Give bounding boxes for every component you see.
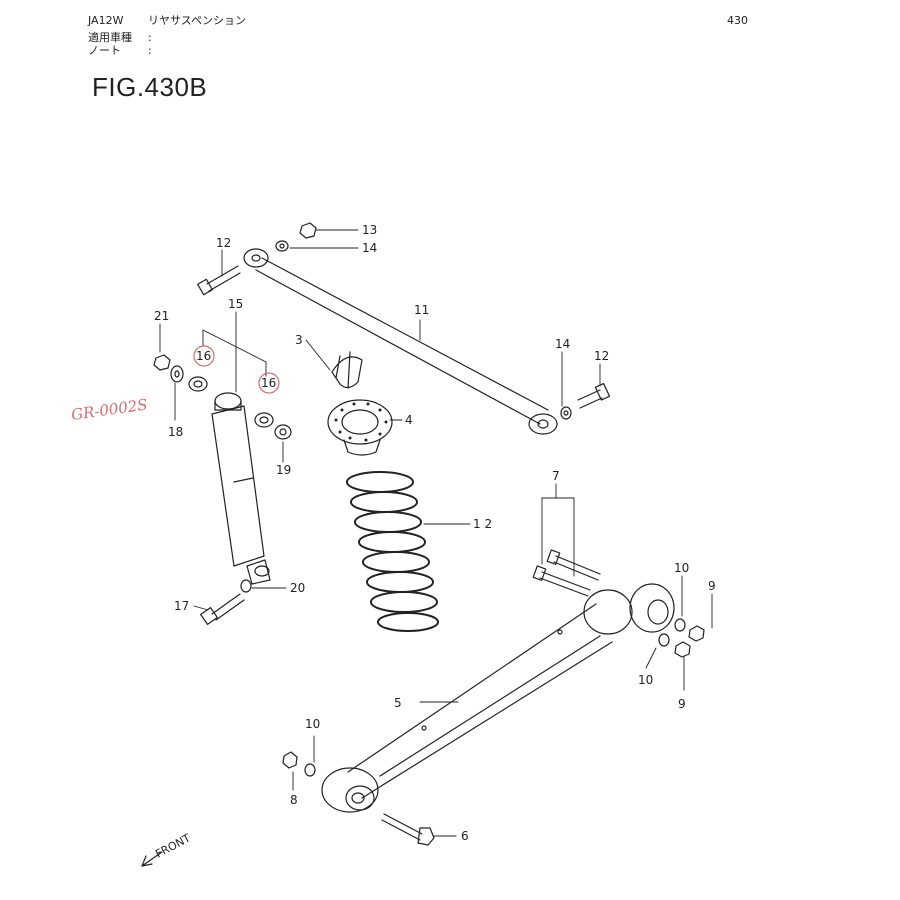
callout-1-2: 1 2 — [473, 517, 492, 531]
front-label: FRONT — [153, 831, 193, 860]
washer-10-right-lower — [658, 633, 670, 647]
washer-10-right-upper — [674, 618, 686, 632]
nut-21 — [153, 354, 171, 371]
bolt-12-upper — [197, 265, 241, 296]
bolt-6 — [381, 813, 435, 846]
callout-12-upper: 12 — [216, 236, 231, 250]
callout-8: 8 — [290, 793, 298, 807]
callout-20: 20 — [290, 581, 305, 595]
bolt-7-lower — [532, 565, 591, 597]
bushing-16-right — [254, 412, 274, 428]
washer-14-upper — [275, 240, 289, 252]
callout-14-right: 14 — [555, 337, 570, 351]
washer-10-left — [304, 763, 316, 777]
callout-4: 4 — [405, 413, 413, 427]
section-title: リヤサスペンション — [148, 14, 247, 27]
annotation-circles — [193, 345, 280, 394]
shock-absorber — [211, 392, 271, 585]
spring-seat — [327, 399, 393, 456]
washer-14-right — [560, 406, 572, 420]
callout-6: 6 — [461, 829, 469, 843]
note-value: : — [148, 44, 152, 57]
nut-9-upper — [688, 625, 705, 642]
callout-16-left: 16 — [196, 349, 211, 363]
page-number: 430 — [727, 14, 748, 27]
bushing-16-left — [188, 376, 208, 392]
leader-lines — [159, 229, 713, 837]
callout-13: 13 — [362, 223, 377, 237]
nut-9-lower — [674, 641, 691, 658]
callout-21: 21 — [154, 309, 169, 323]
figure-title: FIG.430B — [92, 72, 208, 102]
bump-stopper — [331, 351, 363, 389]
callout-10-right-lower: 10 — [638, 673, 653, 687]
callout-19: 19 — [276, 463, 291, 477]
callout-7: 7 — [552, 469, 560, 483]
nut-8 — [282, 751, 298, 769]
washer-19 — [274, 424, 292, 440]
applicable-label: 適用車種 — [88, 31, 132, 44]
bolt-7-upper — [546, 549, 601, 581]
callout-12-right: 12 — [594, 349, 609, 363]
washer-20 — [240, 579, 252, 593]
front-arrow-icon — [141, 851, 163, 867]
bolt-12-right — [577, 382, 611, 409]
callout-16-right: 16 — [261, 376, 276, 390]
handwritten-part-number: GR-0002S — [70, 395, 149, 424]
bolt-17 — [200, 593, 245, 625]
callout-18: 18 — [168, 425, 183, 439]
lateral-rod — [243, 248, 558, 435]
coil-spring — [346, 471, 439, 632]
callout-14-upper: 14 — [362, 241, 377, 255]
note-label: ノート — [88, 44, 121, 57]
callout-15: 15 — [228, 297, 243, 311]
callout-9-upper: 9 — [708, 579, 716, 593]
callout-10-right-upper: 10 — [674, 561, 689, 575]
nut-13 — [299, 222, 317, 239]
applicable-value: : — [148, 31, 152, 44]
callout-3: 3 — [295, 333, 303, 347]
callout-9-lower: 9 — [678, 697, 686, 711]
trailing-arm — [321, 583, 675, 813]
callout-10-left: 10 — [305, 717, 320, 731]
callout-5: 5 — [394, 696, 402, 710]
washer-18 — [170, 365, 184, 383]
model-code: JA12W — [88, 14, 124, 27]
callout-11: 11 — [414, 303, 429, 317]
callout-17: 17 — [174, 599, 189, 613]
